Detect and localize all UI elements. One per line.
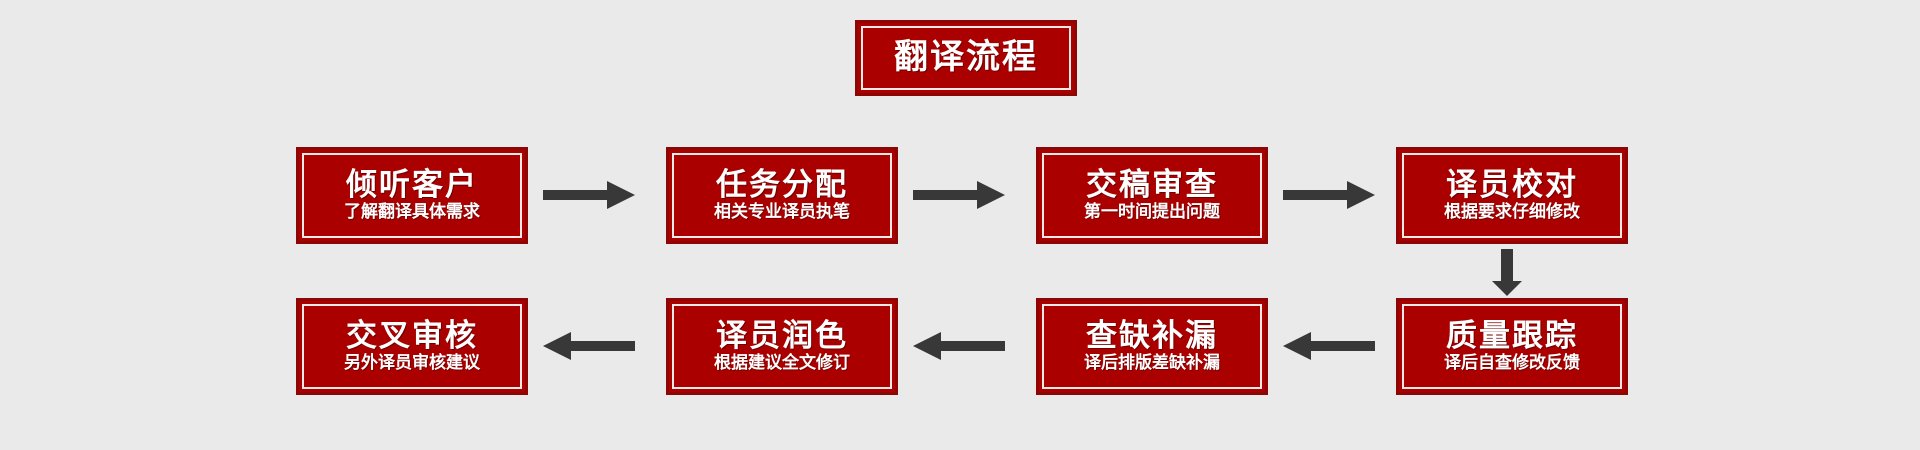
step-1-title: 倾听客户 bbox=[346, 167, 478, 204]
step-box-4[interactable]: 译员校对 根据要求仔细修改 bbox=[1396, 147, 1628, 244]
step-box-5[interactable]: 质量跟踪 译后自查修改反馈 bbox=[1396, 298, 1628, 395]
step-box-8-inner: 交叉审核 另外译员审核建议 bbox=[302, 304, 522, 389]
step-box-5-inner: 质量跟踪 译后自查修改反馈 bbox=[1402, 304, 1622, 389]
step-5-title: 质量跟踪 bbox=[1446, 318, 1578, 355]
step-1-subtitle: 了解翻译具体需求 bbox=[344, 201, 480, 222]
step-6-title: 查缺补漏 bbox=[1086, 318, 1218, 355]
step-6-subtitle: 译后排版差缺补漏 bbox=[1084, 352, 1220, 373]
step-box-3[interactable]: 交稿审查 第一时间提出问题 bbox=[1036, 147, 1268, 244]
step-2-title: 任务分配 bbox=[716, 167, 848, 204]
step-4-subtitle: 根据要求仔细修改 bbox=[1444, 201, 1580, 222]
step-box-6[interactable]: 查缺补漏 译后排版差缺补漏 bbox=[1036, 298, 1268, 395]
arrow-left-icon-2 bbox=[911, 326, 1007, 366]
step-3-title: 交稿审查 bbox=[1086, 167, 1218, 204]
step-4-title: 译员校对 bbox=[1446, 167, 1578, 204]
step-5-subtitle: 译后自查修改反馈 bbox=[1444, 352, 1580, 373]
diagram-title-inner: 翻译流程 bbox=[861, 26, 1071, 90]
arrow-right-icon-2 bbox=[911, 175, 1007, 215]
diagram-title-box: 翻译流程 bbox=[855, 20, 1077, 96]
step-box-1-inner: 倾听客户 了解翻译具体需求 bbox=[302, 153, 522, 238]
step-box-7[interactable]: 译员润色 根据建议全文修订 bbox=[666, 298, 898, 395]
step-8-title: 交叉审核 bbox=[346, 318, 478, 355]
arrow-left-icon-1 bbox=[1281, 326, 1377, 366]
step-box-4-inner: 译员校对 根据要求仔细修改 bbox=[1402, 153, 1622, 238]
step-box-3-inner: 交稿审查 第一时间提出问题 bbox=[1042, 153, 1262, 238]
step-box-1[interactable]: 倾听客户 了解翻译具体需求 bbox=[296, 147, 528, 244]
step-7-title: 译员润色 bbox=[716, 318, 848, 355]
step-8-subtitle: 另外译员审核建议 bbox=[344, 352, 480, 373]
arrow-down-icon-1 bbox=[1487, 248, 1527, 298]
arrow-left-icon-3 bbox=[541, 326, 637, 366]
arrow-right-icon-3 bbox=[1281, 175, 1377, 215]
step-box-2[interactable]: 任务分配 相关专业译员执笔 bbox=[666, 147, 898, 244]
step-3-subtitle: 第一时间提出问题 bbox=[1084, 201, 1220, 222]
diagram-title-text: 翻译流程 bbox=[894, 37, 1038, 78]
step-box-7-inner: 译员润色 根据建议全文修订 bbox=[672, 304, 892, 389]
step-box-6-inner: 查缺补漏 译后排版差缺补漏 bbox=[1042, 304, 1262, 389]
step-7-subtitle: 根据建议全文修订 bbox=[714, 352, 850, 373]
step-2-subtitle: 相关专业译员执笔 bbox=[714, 201, 850, 222]
arrow-right-icon-1 bbox=[541, 175, 637, 215]
step-box-2-inner: 任务分配 相关专业译员执笔 bbox=[672, 153, 892, 238]
step-box-8[interactable]: 交叉审核 另外译员审核建议 bbox=[296, 298, 528, 395]
